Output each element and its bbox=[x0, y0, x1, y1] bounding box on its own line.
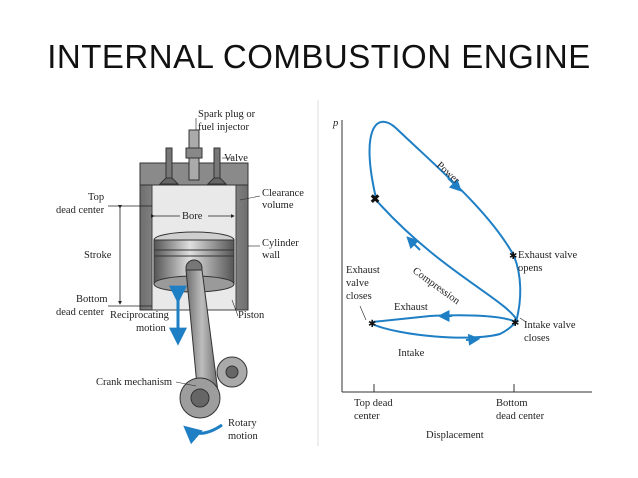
x-tick-bottom-dead-1: Bottom bbox=[496, 398, 528, 409]
intake-curve bbox=[371, 321, 517, 339]
label-evc-3: closes bbox=[346, 291, 372, 302]
label-piston: Piston bbox=[238, 310, 265, 321]
label-bottom-2: dead center bbox=[56, 307, 105, 318]
compression-curve bbox=[375, 199, 519, 323]
blowdown-curve bbox=[513, 255, 522, 323]
label-spark-plug-2: fuel injector bbox=[198, 122, 250, 133]
label-power: Power bbox=[434, 160, 462, 186]
intake-arrow bbox=[465, 333, 481, 346]
slide-title: INTERNAL COMBUSTION ENGINE bbox=[47, 38, 591, 75]
label-bore: Bore bbox=[182, 211, 203, 222]
label-clearance-2: volume bbox=[262, 200, 294, 211]
rotary-arrow bbox=[183, 423, 223, 445]
svg-text:Spark plug or: Spark plug or bbox=[198, 109, 256, 120]
label-evc-1: Exhaust bbox=[346, 265, 380, 276]
x-axis-label: Displacement bbox=[426, 430, 484, 441]
svg-text:✱: ✱ bbox=[368, 319, 376, 330]
label-intake: Intake bbox=[398, 348, 425, 359]
label-top-1: Top bbox=[88, 192, 104, 203]
svg-text:✱: ✱ bbox=[511, 318, 519, 329]
label-exhaust: Exhaust bbox=[394, 302, 428, 313]
label-rotary-1: Rotary bbox=[228, 418, 257, 429]
y-axis-label: p bbox=[332, 118, 338, 129]
label-reciprocating-2: motion bbox=[136, 323, 167, 334]
engine-illustration: Spark plug or fuel injector Valve Top de… bbox=[56, 109, 304, 445]
label-stroke: Stroke bbox=[84, 250, 112, 261]
power-stroke-curve bbox=[368, 120, 515, 257]
x-tick-top-dead-1: Top dead bbox=[354, 398, 393, 409]
x-tick-bottom-dead-2: dead center bbox=[496, 411, 545, 422]
label-ivc-1: Intake valve bbox=[524, 320, 576, 331]
svg-text:✱: ✱ bbox=[509, 251, 517, 262]
label-valve: Valve bbox=[224, 153, 248, 164]
label-reciprocating-1: Reciprocating bbox=[110, 310, 170, 321]
label-rotary-2: motion bbox=[228, 431, 259, 442]
label-bottom-1: Bottom bbox=[76, 294, 108, 305]
exhaust-curve bbox=[371, 314, 517, 323]
label-evo-1: Exhaust valve bbox=[518, 250, 578, 261]
svg-text:fuel injector: fuel injector bbox=[198, 122, 250, 133]
x-tick-top-dead-2: center bbox=[354, 411, 380, 422]
label-crank: Crank mechanism bbox=[96, 377, 172, 388]
label-evc-2: valve bbox=[346, 278, 369, 289]
label-spark-plug-1: Spark plug or bbox=[198, 109, 256, 120]
label-ivc-2: closes bbox=[524, 333, 550, 344]
valve-right bbox=[213, 147, 221, 183]
label-cylinder-wall-1: Cylinder bbox=[262, 238, 299, 249]
compression-arrow bbox=[406, 236, 421, 251]
valve-left bbox=[165, 147, 173, 183]
power-arrow bbox=[447, 177, 462, 192]
label-evo-2: opens bbox=[518, 263, 543, 274]
label-clearance-1: Clearance bbox=[262, 188, 304, 199]
label-cylinder-wall-2: wall bbox=[262, 250, 280, 261]
ignition-point: ✖ bbox=[370, 192, 380, 206]
pv-diagram: p ✖ ✱ ✱ ✱ Power Compression Exhaust Inta… bbox=[332, 118, 592, 441]
label-top-2: dead center bbox=[56, 205, 105, 216]
